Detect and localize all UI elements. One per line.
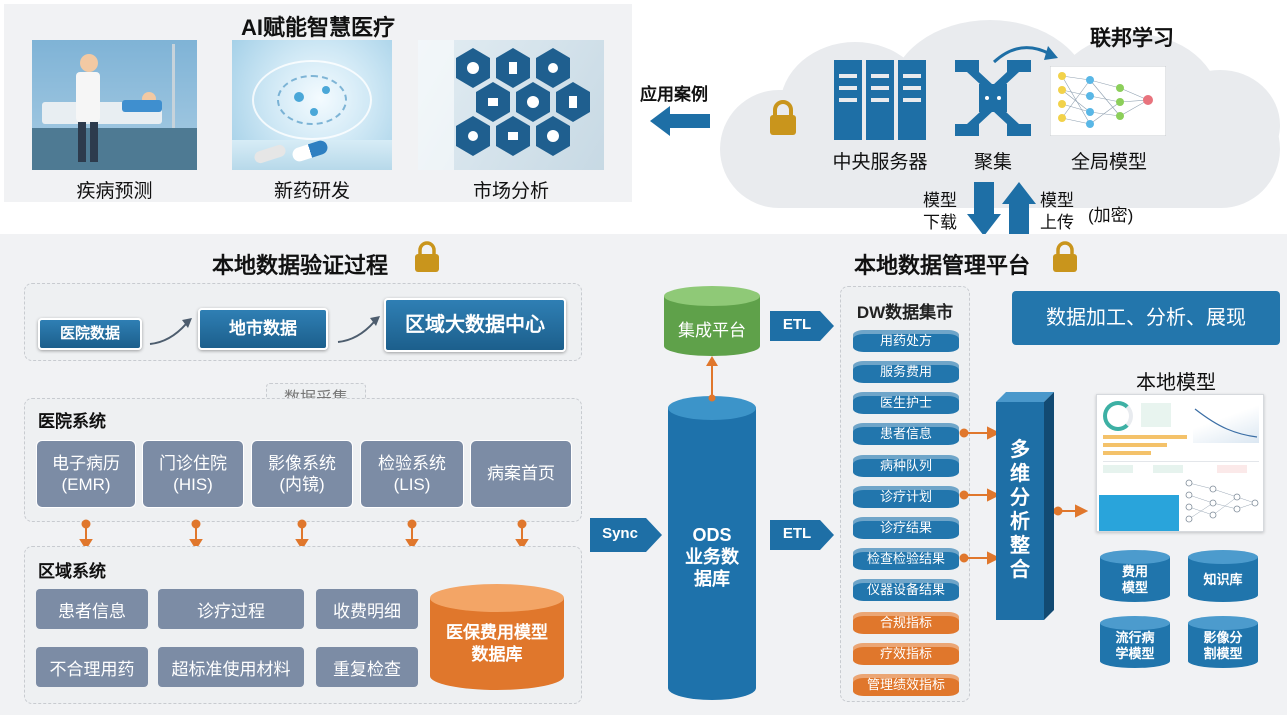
ai-panel-title: AI赋能智慧医疗	[240, 15, 395, 40]
model-cylinder-icon	[1188, 616, 1258, 668]
aggregate-label: 聚集	[973, 152, 1012, 173]
sync-label: Sync	[602, 525, 638, 542]
flow-arrow	[149, 318, 192, 345]
patient-info-item: 患者信息	[36, 589, 148, 629]
multi-dimension-analysis-label: 多 维 分 析 整 合	[1010, 439, 1030, 581]
city-data-node: 地市数据	[198, 308, 328, 350]
federated-title: 联邦学习	[1090, 27, 1174, 50]
case-label-drug-research: 新药研发	[273, 181, 350, 202]
duplicate-exam-item: 重复检查	[316, 647, 418, 687]
dw-item: 诊疗结果	[853, 517, 959, 539]
dw-item: 服务费用	[853, 361, 959, 383]
etl-arrow-top	[770, 311, 834, 341]
dw-item: 病种队列	[853, 455, 959, 477]
imaging-system: 影像系统 (内镜)	[251, 440, 353, 508]
platform-title: 本地数据管理平台	[854, 253, 1031, 278]
data-processing-banner: 数据加工、分析、展现	[1012, 291, 1280, 345]
insurance-model-db-label: 医保费用模型 数据库	[446, 623, 548, 664]
hexagon-icons-graphic	[418, 40, 590, 170]
local-model-item: 费用 模型	[1100, 550, 1170, 602]
local-model-label: 费用 模型	[1121, 564, 1148, 595]
drug-research-image	[232, 40, 392, 170]
global-model-network-icon	[1050, 66, 1166, 136]
model-cylinder-icon	[1100, 550, 1170, 602]
dw-item: 检查检验结果	[853, 548, 959, 570]
sync-arrow	[590, 518, 662, 552]
lock-icon	[415, 241, 439, 272]
server-label: 中央服务器	[832, 152, 928, 173]
disease-prediction-image	[32, 40, 197, 170]
local-model-item: 知识库	[1188, 550, 1258, 602]
dw-item: 患者信息	[853, 423, 959, 445]
dw-item: 医生护士	[853, 392, 959, 414]
market-analysis-image	[418, 40, 604, 170]
his-system: 门诊住院 (HIS)	[142, 440, 244, 508]
ods-database	[668, 396, 756, 700]
etl-arrow-bottom	[770, 520, 834, 550]
app-case-arrow	[650, 106, 710, 136]
hospital-data-node: 医院数据	[38, 318, 142, 350]
case-label-disease-prediction: 疾病预测	[76, 181, 153, 202]
flow-arrow	[337, 316, 380, 343]
model-cylinder-icon	[1188, 550, 1258, 602]
curved-arrow-icon	[992, 46, 1058, 64]
ods-database-label: ODS 业务数 据库	[685, 525, 739, 589]
local-verify-title: 本地数据验证过程	[212, 253, 389, 278]
emr-system: 电子病历 (EMR)	[36, 440, 136, 508]
regional-systems-title: 区域系统	[38, 562, 106, 581]
model-download-label: 模型 下载	[923, 191, 957, 232]
dw-to-analysis-arrows	[959, 426, 1000, 565]
model-cylinder-icon	[1100, 616, 1170, 668]
local-model-dashboard	[1096, 394, 1264, 532]
integration-platform-db	[664, 286, 760, 356]
integration-platform-label: 集成平台	[678, 321, 746, 340]
encrypted-label: (加密)	[1088, 206, 1134, 225]
dw-item: 用药处方	[853, 330, 959, 352]
dw-item: 合规指标	[853, 612, 959, 634]
local-model-title: 本地模型	[1136, 372, 1216, 394]
lock-icon	[770, 100, 796, 135]
upload-arrow	[1002, 182, 1036, 236]
hospital-systems-title: 医院系统	[38, 412, 106, 431]
connector-arrows	[79, 519, 529, 550]
app-case-label: 应用案例	[640, 85, 708, 104]
download-arrow	[967, 182, 1001, 236]
etl-label-bottom: ETL	[782, 525, 812, 542]
ai-healthcare-panel: AI赋能智慧医疗 疾病预测 新药研发	[4, 4, 632, 202]
local-model-item: 流行病 学模型	[1100, 616, 1170, 668]
global-model-label: 全局模型	[1070, 152, 1147, 173]
dw-title: DW数据集市	[856, 303, 954, 322]
dw-item: 仪器设备结果	[853, 579, 959, 601]
case-label-market-analysis: 市场分析	[472, 181, 549, 202]
local-model-label: 流行病 学模型	[1115, 630, 1155, 661]
insurance-model-db	[430, 584, 564, 690]
regional-big-data-center-node: 区域大数据中心	[384, 298, 566, 352]
local-model-item: 影像分 割模型	[1188, 616, 1258, 668]
analysis-to-model-arrow	[1054, 504, 1088, 518]
irrational-drug-item: 不合理用药	[36, 647, 148, 687]
model-upload-label: 模型 上传	[1040, 191, 1074, 232]
model-network-icon	[1185, 479, 1259, 523]
billing-detail-item: 收费明细	[316, 589, 418, 629]
dw-item: 管理绩效指标	[853, 674, 959, 696]
local-model-label: 知识库	[1203, 572, 1243, 587]
lis-system: 检验系统 (LIS)	[360, 440, 464, 508]
aggregate-icon	[955, 60, 1031, 136]
dw-item: 疗效指标	[853, 643, 959, 665]
local-model-label: 影像分 割模型	[1203, 630, 1243, 661]
server-icon	[834, 60, 926, 140]
treatment-process-item: 诊疗过程	[158, 589, 304, 629]
dw-item: 诊疗计划	[853, 486, 959, 508]
ods-to-integration-arrow	[706, 356, 718, 402]
medical-record-homepage: 病案首页	[470, 440, 572, 508]
over-standard-material-item: 超标准使用材料	[158, 647, 304, 687]
etl-label-top: ETL	[782, 316, 812, 333]
multi-dimension-analysis-block	[996, 392, 1054, 620]
lock-icon	[1053, 241, 1077, 272]
